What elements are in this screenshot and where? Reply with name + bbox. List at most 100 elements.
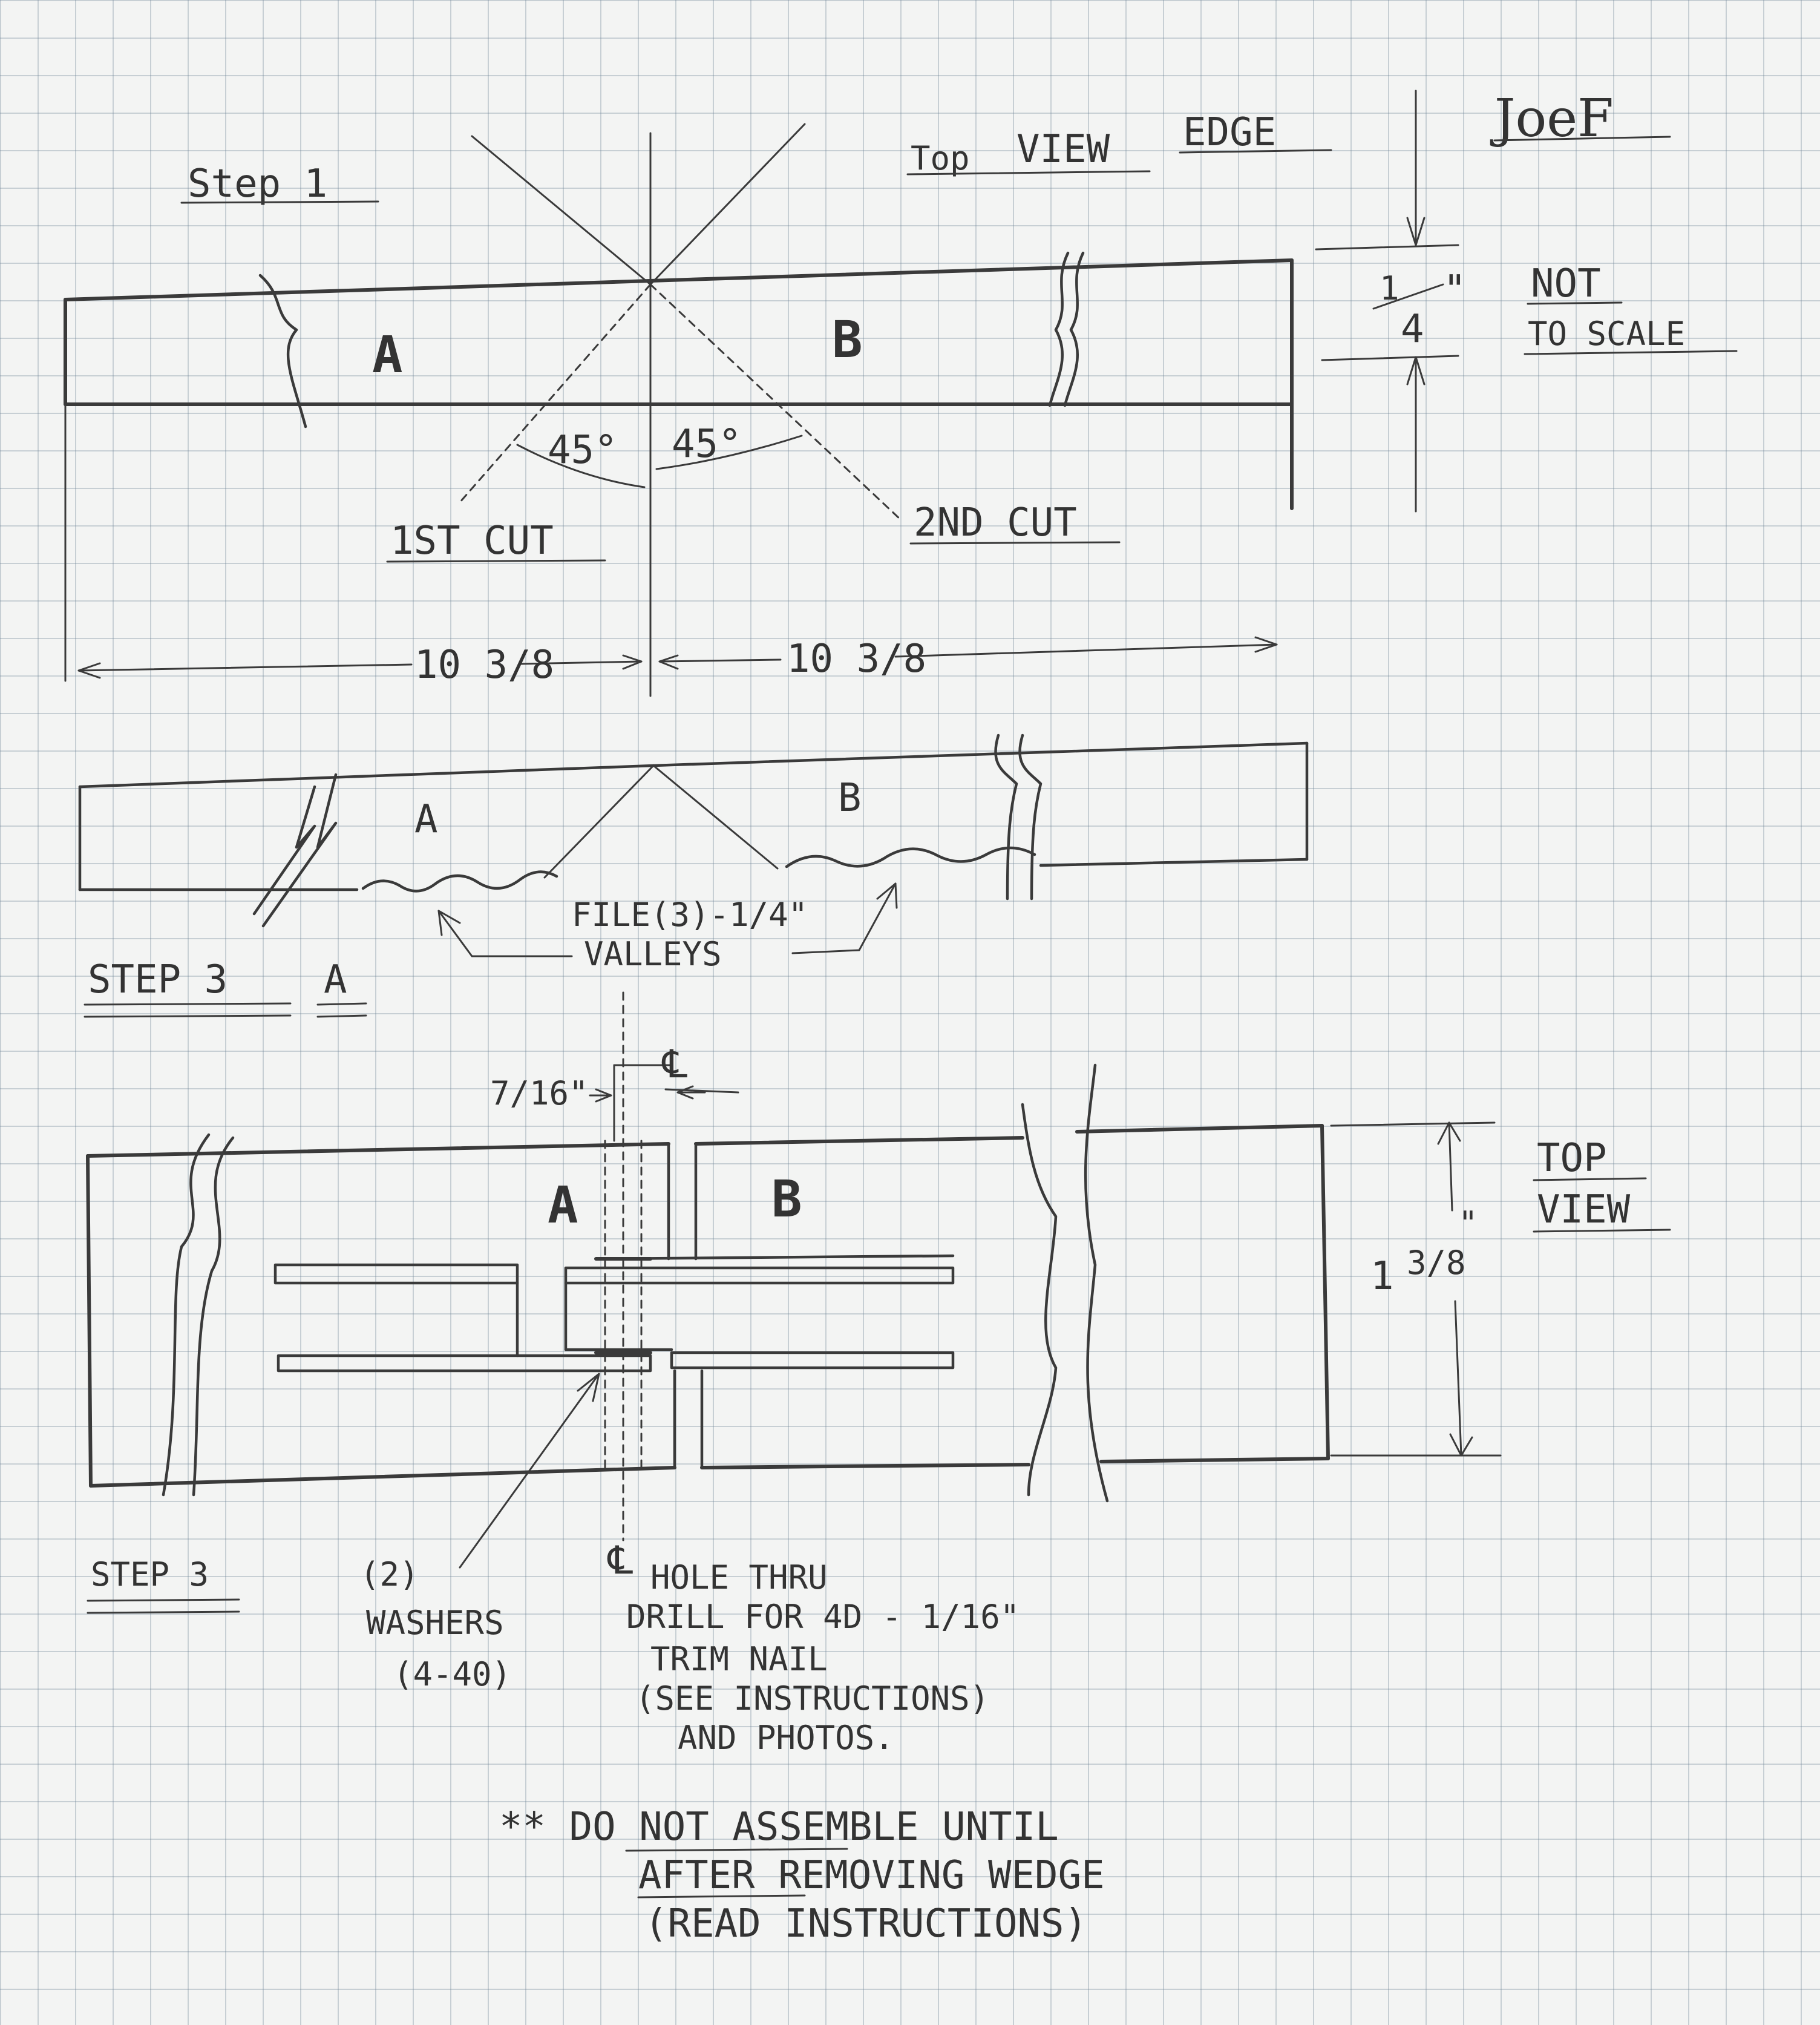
topview-left-end [86,1154,93,1488]
seven-sixteenths-label: 7/16" [490,1074,589,1112]
top-view-edge-word-view: VIEW [1016,127,1110,172]
thickness-arrowhead-top [1406,217,1426,246]
width-dim-unit: " [1458,1204,1478,1242]
centerline-mark-leader [664,1088,739,1094]
step3-underline-1 [87,1598,240,1602]
first-cut-line [459,283,652,504]
file-arrowhead-left [437,910,461,936]
not-underline [1527,301,1623,305]
thickness-unit: " [1443,267,1467,312]
width-dim-whole: 1 [1370,1254,1394,1299]
after-underline [637,1894,806,1899]
topview-label-a: A [548,1175,578,1235]
first-cut-label: 1ST CUT [390,519,554,563]
width-arrowhead-bottom [1449,1433,1473,1457]
hole-note-line5: AND PHOTOS. [678,1719,894,1757]
not-to-scale-line1: NOT [1531,261,1601,306]
angle-arc-left [516,444,646,488]
angle-right-label: 45° [672,422,742,467]
dim-right-arrowhead [1254,636,1278,653]
strip1-break-left [258,274,307,428]
step3-underline-2 [87,1610,240,1614]
cut-guide-upper-left [471,135,652,286]
strip2-label-b: B [838,776,862,821]
second-cut-line [649,283,903,522]
dim-left-label: 10 3/8 [414,643,554,688]
not-to-scale-line2: TO SCALE [1528,315,1685,353]
topview-bottom-edge-b [700,1463,1030,1469]
step3a-suffix: A [324,957,347,1002]
dim-right-label: 10 3/8 [787,637,926,681]
slot-right-bottom [670,1351,955,1370]
dim-right-line-b [894,643,1278,658]
width-dim-line-bottom [1454,1300,1462,1457]
step3a-underline-1 [83,1002,292,1006]
hole-note-line1: HOLE THRU [650,1558,828,1597]
top-view-label-line1: TOP [1537,1136,1607,1181]
strip2-top-edge-right [652,741,1309,767]
topview-break-left-2 [192,1136,235,1497]
topview-top-edge-b [694,1136,1024,1146]
washers-arrowhead [577,1373,600,1402]
topview-break-right-1 [1021,1103,1058,1497]
first-cut-underline [386,559,606,563]
top-view-label-line2: VIEW [1537,1187,1631,1232]
file-arrow-left [437,910,573,957]
centerline-symbol-top: ℄ [661,1042,687,1087]
washers-line1: (2) [360,1555,419,1593]
to-scale-underline [1524,350,1738,355]
step3a-a-underline-2 [316,1014,367,1018]
assembly-note-line3: (READ INSTRUCTIONS) [644,1902,1087,1946]
block-join-line-top [603,1254,955,1261]
dim-left-line-a [77,663,413,672]
strip1-label-b: B [832,310,863,369]
hole-note-line3: TRIM NAIL [650,1640,828,1678]
dim-center-arrowhead-left [622,654,643,670]
seven-sixteenths-arrowhead-left [595,1088,612,1103]
topview-break-left-1 [162,1133,211,1497]
step3-label: STEP 3 [91,1555,209,1593]
strip2-v-right [652,764,779,870]
hole-note-line2: DRILL FOR 4D - 1/16" [626,1598,1020,1636]
signature-underline [1493,136,1671,142]
width-dim-line-top [1448,1121,1453,1212]
strip2-break-right-1 [994,734,1018,901]
strip2-top-edge-left [78,764,655,789]
washers-leader [459,1373,600,1569]
dim-left-arrowhead [77,662,101,679]
thickness-fraction-bar [1372,283,1444,310]
width-dim-fraction: 3/8 [1407,1244,1466,1282]
assembly-note-underline [625,1848,848,1852]
washers-line3: (4-40) [393,1655,511,1693]
topview-break-right-2 [1084,1063,1109,1503]
strip1-break-right [1048,251,1070,407]
topview-right-end [1320,1124,1330,1460]
cut-guide-upper-right [649,123,806,286]
step1-underline [180,200,379,204]
assembly-note-line2: AFTER REMOVING WEDGE [638,1853,1105,1898]
strip1-top-edge [64,258,1294,301]
washers-line2: WASHERS [366,1604,504,1642]
topview-label-b: B [771,1169,802,1229]
step1-label: Step 1 [188,162,327,206]
thickness-ext-bottom [1321,355,1459,361]
slot-left-bottom [277,1354,652,1373]
dim-center-arrowhead-right [658,654,679,670]
valleys-left [361,870,558,893]
thickness-ext-top [1315,244,1459,251]
strip2-label-a: A [414,797,438,842]
file-note-line1: FILE(3)-1/4" [572,896,808,934]
valleys-right [785,846,1036,868]
topview-top-edge-a [86,1142,670,1158]
dim-left-line-b [519,660,643,665]
strip2-break-left-2 [252,785,316,916]
topview-bottom-edge-c [1099,1457,1330,1463]
width-arrowhead-top [1437,1121,1461,1145]
slot-right-top [564,1266,955,1285]
top-view-underline-2 [1533,1229,1671,1233]
strip2-bottom-right [1039,858,1309,867]
top-view-underline [906,170,1151,176]
thickness-denominator: 4 [1401,307,1424,352]
edge-underline [1179,149,1332,154]
angle-arc-right [655,435,803,470]
